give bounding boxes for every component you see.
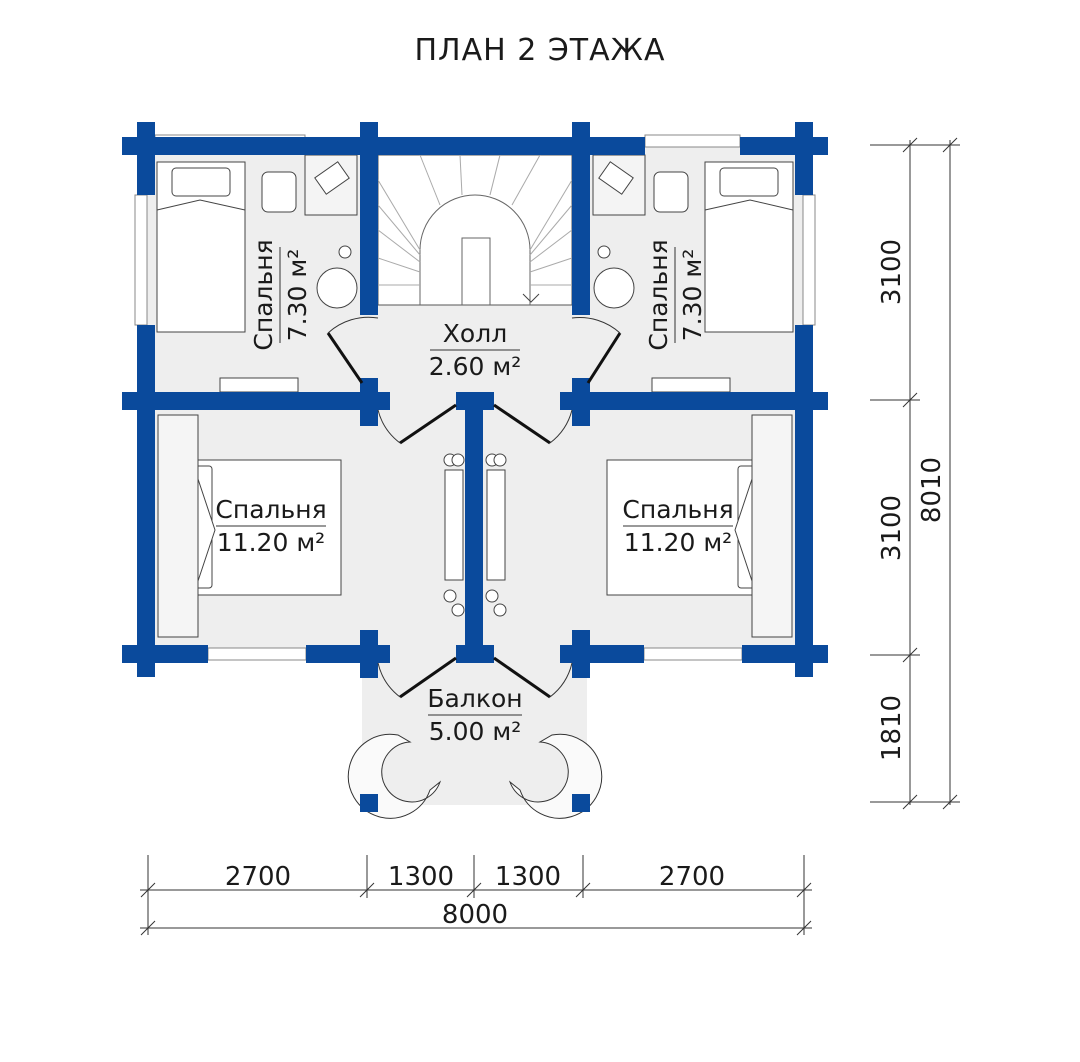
desk-top-left (261, 154, 358, 309)
dresser-top (219, 377, 731, 393)
dim-right-middle: 3100 (877, 495, 907, 561)
dimension-bottom (140, 855, 812, 936)
room-label-bedroom-bl: Спальня 11.20 м² (215, 495, 326, 557)
room-name: Холл (443, 319, 507, 348)
room-area: 5.00 м² (429, 717, 522, 746)
dim-bottom-total: 8000 (442, 900, 508, 930)
room-name: Балкон (427, 684, 522, 713)
bed-bottom-right (606, 459, 776, 596)
closets-central (443, 453, 507, 617)
dim-bottom-seg4: 2700 (659, 862, 725, 892)
room-label-bedroom-br: Спальня 11.20 м² (622, 495, 733, 557)
wardrobes (157, 414, 793, 638)
room-area: 7.30 м² (678, 249, 707, 342)
dim-bottom-seg2: 1300 (388, 862, 454, 892)
bed-top-right (704, 161, 794, 333)
room-name: Спальня (622, 495, 733, 524)
dim-bottom-seg1: 2700 (225, 862, 291, 892)
room-name: Спальня (249, 239, 278, 350)
bed-top-left (156, 161, 246, 333)
room-area: 7.30 м² (283, 249, 312, 342)
room-area: 2.60 м² (429, 352, 522, 381)
room-area: 11.20 м² (217, 528, 325, 557)
room-name: Спальня (215, 495, 326, 524)
desk-top-right (592, 154, 689, 309)
doors (326, 316, 622, 699)
room-name: Спальня (644, 239, 673, 350)
plan-title: ПЛАН 2 ЭТАЖА (415, 33, 666, 68)
dim-right-total: 8010 (917, 457, 947, 523)
walls (122, 122, 828, 812)
room-area: 11.20 м² (624, 528, 732, 557)
dimension-right (870, 137, 960, 810)
staircase (377, 154, 573, 306)
room-label-hall: Холл 2.60 м² (429, 319, 522, 381)
room-label-balcony: Балкон 5.00 м² (427, 684, 522, 746)
dim-right-top: 3100 (877, 239, 907, 305)
room-label-bedroom-tl: Спальня 7.30 м² (249, 239, 312, 350)
dim-bottom-seg3: 1300 (495, 862, 561, 892)
dim-right-bottom: 1810 (877, 695, 907, 761)
room-label-bedroom-tr: Спальня 7.30 м² (644, 239, 707, 350)
